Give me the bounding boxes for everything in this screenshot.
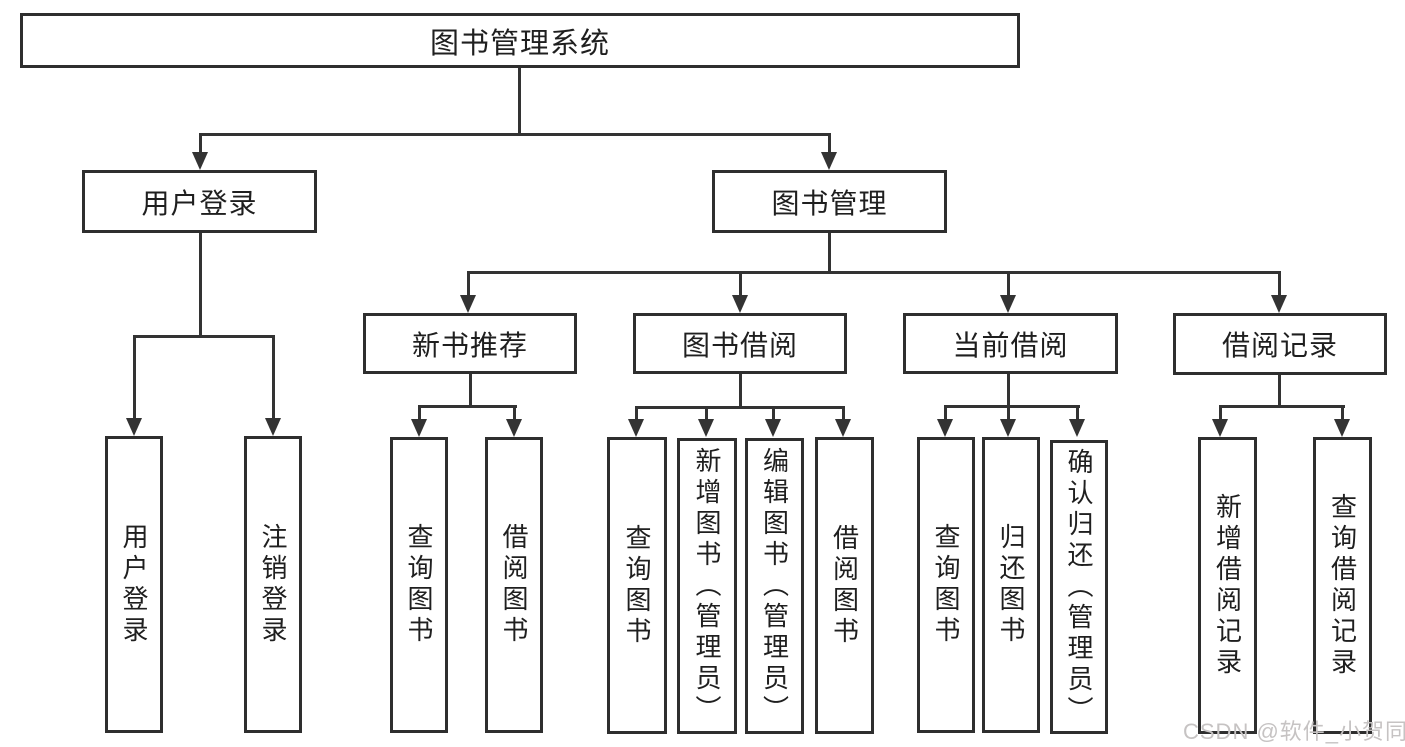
connector-line <box>705 406 708 419</box>
connector-line <box>513 405 516 419</box>
node-label: 用户登录 <box>141 187 258 219</box>
node-label: 用户登录 <box>119 522 149 647</box>
connector-line <box>199 133 202 154</box>
connector-line <box>467 271 470 295</box>
connector-line <box>635 406 845 409</box>
node-user-login: 用户登录 <box>82 170 317 233</box>
node-new-book-recommend: 新书推荐 <box>363 313 577 374</box>
connector-line <box>739 271 742 295</box>
arrow-down-icon <box>192 152 208 170</box>
arrow-down-icon <box>628 419 644 437</box>
connector-line <box>739 374 742 406</box>
connector-line <box>1278 271 1281 295</box>
arrow-down-icon <box>821 152 837 170</box>
leaf-edit-book-admin: 编辑图书（管理员） <box>745 438 804 734</box>
arrow-down-icon <box>1000 295 1016 313</box>
leaf-logout-login: 注销登录 <box>244 436 302 733</box>
leaf-return-book: 归还图书 <box>982 437 1040 733</box>
leaf-query-book-borrow: 查询图书 <box>607 437 667 734</box>
node-borrow-records: 借阅记录 <box>1173 313 1387 375</box>
connector-line <box>133 335 275 338</box>
connector-line <box>469 374 472 405</box>
watermark: CSDN @软件_小贺同学 <box>1183 719 1405 744</box>
connector-line <box>1219 405 1345 408</box>
node-label: 新书推荐 <box>411 329 528 361</box>
node-label: 当前借阅 <box>952 329 1069 361</box>
node-label: 图书管理 <box>771 187 888 219</box>
node-label: 归还图书 <box>996 523 1026 647</box>
arrow-down-icon <box>835 419 851 437</box>
leaf-confirm-return-admin: 确认归还（管理员） <box>1050 440 1108 734</box>
node-label: 图书管理系统 <box>429 27 610 60</box>
connector-line <box>199 133 831 136</box>
node-book-management: 图书管理 <box>712 170 947 233</box>
node-current-borrow: 当前借阅 <box>903 313 1118 374</box>
node-label: 确认归还（管理员） <box>1064 447 1094 727</box>
node-label: 编辑图书（管理员） <box>759 446 790 726</box>
leaf-borrow-book-recommend: 借阅图书 <box>485 437 543 733</box>
node-label: 新增图书（管理员） <box>692 446 722 726</box>
node-label: 借阅记录 <box>1221 330 1338 361</box>
node-label: 查询借阅记录 <box>1327 492 1358 679</box>
arrow-down-icon <box>732 295 748 313</box>
connector-line <box>1007 271 1010 295</box>
arrow-down-icon <box>411 419 427 437</box>
arrow-down-icon <box>126 418 142 436</box>
node-label: 查询图书 <box>931 523 961 647</box>
arrow-down-icon <box>1212 419 1228 437</box>
leaf-query-book-current: 查询图书 <box>917 437 975 733</box>
connector-line <box>635 406 638 419</box>
connector-line <box>1076 405 1079 419</box>
leaf-user-login: 用户登录 <box>105 436 163 733</box>
node-label: 新增借阅记录 <box>1212 492 1243 679</box>
node-label: 借阅图书 <box>499 523 529 647</box>
connector-line <box>1007 374 1010 405</box>
node-book-borrow: 图书借阅 <box>633 313 847 374</box>
connector-line <box>467 271 1281 274</box>
connector-line <box>1278 375 1281 405</box>
node-label: 查询图书 <box>622 523 652 648</box>
leaf-query-borrow-record: 查询借阅记录 <box>1313 437 1372 734</box>
connector-line <box>133 335 136 418</box>
arrow-down-icon <box>1000 419 1016 437</box>
node-label: 查询图书 <box>404 523 434 647</box>
connector-line <box>828 233 831 271</box>
connector-line <box>842 406 845 419</box>
leaf-borrow-book: 借阅图书 <box>815 437 874 734</box>
arrow-down-icon <box>1271 295 1287 313</box>
node-label: 图书借阅 <box>681 329 798 361</box>
leaf-add-book-admin: 新增图书（管理员） <box>677 438 737 734</box>
arrow-down-icon <box>698 419 714 437</box>
connector-line <box>828 133 831 154</box>
arrow-down-icon <box>460 295 476 313</box>
arrow-down-icon <box>1069 419 1085 437</box>
connector-line <box>1341 405 1344 419</box>
connector-line <box>418 405 517 408</box>
connector-line <box>518 68 521 133</box>
arrow-down-icon <box>506 419 522 437</box>
arrow-down-icon <box>765 419 781 437</box>
connector-line <box>272 335 275 418</box>
leaf-query-book-recommend: 查询图书 <box>390 437 448 733</box>
connector-line <box>418 405 421 419</box>
node-library-system: 图书管理系统 <box>20 13 1020 68</box>
connector-line <box>944 405 947 419</box>
connector-line <box>772 406 775 419</box>
arrow-down-icon <box>1334 419 1350 437</box>
node-label: 借阅图书 <box>829 523 860 648</box>
connector-line <box>1219 405 1222 419</box>
leaf-add-borrow-record: 新增借阅记录 <box>1198 437 1257 734</box>
arrow-down-icon <box>937 419 953 437</box>
connector-line <box>1007 405 1010 419</box>
arrow-down-icon <box>265 418 281 436</box>
connector-line <box>199 233 202 335</box>
node-label: 注销登录 <box>258 522 288 647</box>
connector-line <box>944 405 1080 408</box>
